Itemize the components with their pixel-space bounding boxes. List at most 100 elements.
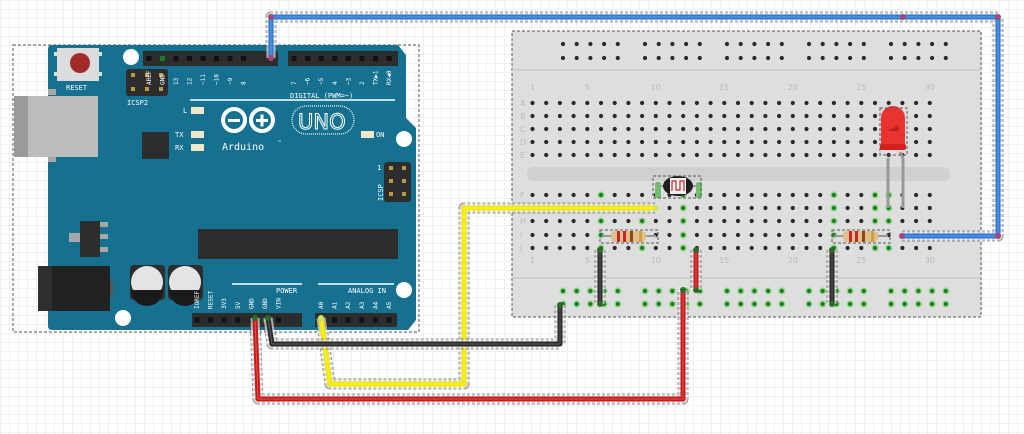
power-rail-hole[interactable] [588,41,593,47]
breadboard-hole[interactable] [749,113,754,119]
power-rail-hole[interactable] [724,41,730,47]
power-rail-hole[interactable] [930,41,935,47]
breadboard-hole[interactable] [681,100,686,106]
power-rail-hole[interactable] [848,55,853,61]
wire-endpoint[interactable] [597,247,603,253]
wire-endpoint[interactable] [899,233,905,239]
red-led[interactable] [879,106,908,208]
breadboard-hole[interactable] [831,218,837,224]
breadboard-hole[interactable] [708,100,713,106]
power-rail-hole[interactable] [806,41,812,47]
reset-button-cap[interactable] [70,53,90,73]
power-rail-hole[interactable] [656,41,661,47]
breadboard-hole[interactable] [667,205,672,211]
breadboard-hole[interactable] [681,205,686,211]
breadboard-hole[interactable] [598,139,604,145]
power-rail-hole[interactable] [779,301,784,307]
breadboard-hole[interactable] [722,152,727,158]
breadboard-hole[interactable] [694,218,700,224]
power-rail-hole[interactable] [724,55,730,61]
breadboard-hole[interactable] [530,100,535,106]
breadboard-hole[interactable] [626,139,631,145]
breadboard-hole[interactable] [914,245,919,251]
power-rail-hole[interactable] [848,288,853,294]
wire-endpoint[interactable] [693,287,699,293]
breadboard-hole[interactable] [585,245,590,251]
breadboard-hole[interactable] [735,100,741,106]
breadboard-hole[interactable] [612,152,617,158]
breadboard-hole[interactable] [872,192,878,198]
breadboard-hole[interactable] [681,152,686,158]
header-pin-9[interactable] [227,56,233,61]
header-pin-3[interactable] [345,56,351,61]
breadboard-hole[interactable] [777,192,782,198]
power-rail-hole[interactable] [560,55,566,61]
power-rail-hole[interactable] [615,41,620,47]
power-rail-hole[interactable] [820,41,825,47]
power-rail-hole[interactable] [697,301,702,307]
power-rail-hole[interactable] [656,301,661,307]
breadboard-hole[interactable] [763,152,768,158]
breadboard-hole[interactable] [818,245,823,251]
breadboard-hole[interactable] [804,152,809,158]
breadboard-hole[interactable] [585,152,590,158]
breadboard-hole[interactable] [831,126,837,132]
breadboard-hole[interactable] [735,139,741,145]
header-pin-aref[interactable] [146,56,152,61]
breadboard-hole[interactable] [790,245,795,251]
breadboard-hole[interactable] [777,152,782,158]
breadboard-hole[interactable] [872,152,878,158]
power-rail-hole[interactable] [656,55,661,61]
breadboard-hole[interactable] [598,100,604,106]
breadboard-hole[interactable] [626,152,631,158]
breadboard-hole[interactable] [571,100,576,106]
breadboard-hole[interactable] [845,152,850,158]
breadboard-hole[interactable] [914,113,919,119]
power-rail-hole[interactable] [806,55,812,61]
breadboard-hole[interactable] [530,218,535,224]
breadboard-hole[interactable] [708,139,713,145]
breadboard-hole[interactable] [544,126,549,132]
power-rail-hole[interactable] [806,288,812,294]
power-rail-hole[interactable] [588,55,593,61]
breadboard-hole[interactable] [804,113,809,119]
breadboard-hole[interactable] [749,218,754,224]
breadboard-hole[interactable] [530,126,535,132]
breadboard-hole[interactable] [640,218,645,224]
power-rail-hole[interactable] [888,288,894,294]
power-rail-hole[interactable] [766,288,771,294]
breadboard-hole[interactable] [708,152,713,158]
power-rail-hole[interactable] [738,301,743,307]
breadboard-hole[interactable] [708,192,713,198]
breadboard-hole[interactable] [735,192,741,198]
header-pin-a3[interactable] [359,317,365,323]
breadboard-hole[interactable] [790,218,795,224]
breadboard-hole[interactable] [653,100,658,106]
breadboard-hole[interactable] [598,152,604,158]
power-rail-hole[interactable] [752,301,757,307]
power-rail-hole[interactable] [670,41,675,47]
header-pin-2[interactable] [359,56,365,61]
power-rail-hole[interactable] [916,288,921,294]
resistor-2[interactable] [831,229,891,244]
breadboard-hole[interactable] [749,205,754,211]
breadboard-hole[interactable] [777,139,782,145]
wire-endpoint[interactable] [693,247,699,253]
wire-endpoint[interactable] [265,315,271,321]
power-rail-hole[interactable] [574,288,579,294]
breadboard-hole[interactable] [530,113,535,119]
breadboard-hole[interactable] [749,139,754,145]
breadboard-hole[interactable] [653,139,658,145]
breadboard-hole[interactable] [777,245,782,251]
power-rail-hole[interactable] [902,288,907,294]
breadboard-hole[interactable] [612,113,617,119]
breadboard-hole[interactable] [831,113,837,119]
power-rail-hole[interactable] [615,301,620,307]
breadboard-hole[interactable] [585,113,590,119]
breadboard-hole[interactable] [598,126,604,132]
power-rail-hole[interactable] [848,41,853,47]
breadboard-hole[interactable] [667,232,672,238]
breadboard-hole[interactable] [530,139,535,145]
header-pin-6[interactable] [305,56,311,61]
